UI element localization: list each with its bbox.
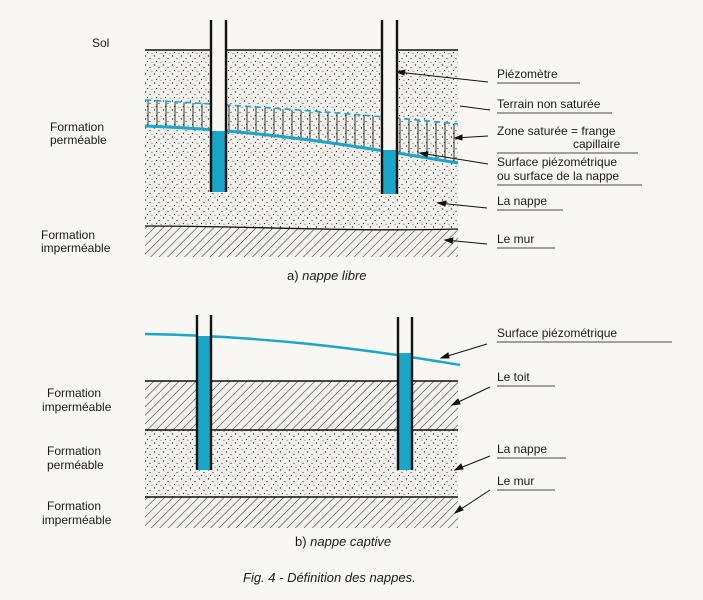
label-sol: Sol xyxy=(92,36,109,50)
piezometric-surface-b xyxy=(144,332,461,367)
piezometer-b-right xyxy=(396,317,414,470)
fringe-top-line xyxy=(144,99,459,125)
label-le-mur-b: Le mur xyxy=(497,474,534,488)
svg-text:capillaire: capillaire xyxy=(573,137,621,151)
piezometer-a-left xyxy=(209,20,228,192)
label-surface-piezometrique-b: Surface piézométrique xyxy=(497,326,617,340)
caption-a: a) nappe libre xyxy=(287,268,367,283)
impermeable-formation-a xyxy=(145,226,458,257)
caption-b: b) nappe captive xyxy=(295,534,391,549)
label-la-nappe-b: La nappe xyxy=(497,442,547,456)
piezometric-surface-a xyxy=(144,124,459,165)
svg-text:imperméable: imperméable xyxy=(41,241,111,255)
svg-text:imperméable: imperméable xyxy=(42,513,112,527)
leaders-b xyxy=(439,343,491,515)
label-piezometre: Piézomètre xyxy=(497,67,558,81)
label-la-nappe-a: La nappe xyxy=(497,194,547,208)
label-zone-saturee: Zone saturée = frange xyxy=(497,124,616,138)
svg-text:perméable: perméable xyxy=(50,133,107,147)
label-formation-impermeable-a: Formation xyxy=(41,228,95,242)
label-formation-permeable-b: Formation xyxy=(47,444,101,458)
panel-b: Formation imperméable Formation perméabl… xyxy=(42,315,672,549)
label-formation-permeable-a: Formation xyxy=(50,120,104,134)
piezometer-b-left xyxy=(195,315,213,470)
label-le-toit: Le toit xyxy=(497,370,530,384)
panel-a: Sol Formation perméable Formation imperm… xyxy=(41,20,642,283)
aquitard-bottom xyxy=(145,497,458,528)
label-le-mur-a: Le mur xyxy=(497,232,534,246)
leaders-a xyxy=(395,69,491,245)
label-formation-impermeable-b2: Formation xyxy=(47,499,101,513)
label-terrain-non-sature: Terrain non saturée xyxy=(497,97,601,111)
piezometer-a-right xyxy=(380,20,399,194)
label-surface-piezometrique-a: Surface piézométrique xyxy=(497,155,617,169)
svg-text:perméable: perméable xyxy=(47,458,104,472)
figure-caption: Fig. 4 - Définition des nappes. xyxy=(243,570,416,585)
label-formation-impermeable-b1: Formation xyxy=(47,386,101,400)
svg-text:ou surface de la nappe: ou surface de la nappe xyxy=(497,169,619,183)
svg-text:imperméable: imperméable xyxy=(42,400,112,414)
